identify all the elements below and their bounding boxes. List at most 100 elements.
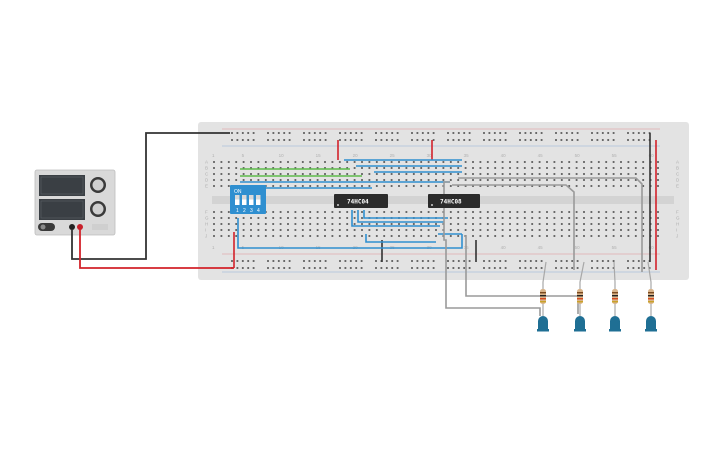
breadboard-hole[interactable]	[457, 161, 460, 163]
breadboard-hole[interactable]	[523, 211, 526, 213]
dip-lever[interactable]	[242, 195, 247, 200]
breadboard-hole[interactable]	[479, 167, 482, 169]
breadboard-hole[interactable]	[287, 217, 289, 219]
breadboard-hole[interactable]	[583, 223, 585, 225]
breadboard-hole[interactable]	[368, 167, 371, 169]
breadboard-hole[interactable]	[227, 235, 230, 237]
breadboard-hole[interactable]	[435, 235, 437, 237]
breadboard-hole[interactable]	[575, 185, 578, 187]
rail-hole[interactable]	[627, 260, 629, 262]
breadboard-hole[interactable]	[597, 167, 600, 169]
rail-hole[interactable]	[416, 132, 419, 134]
breadboard-hole[interactable]	[575, 223, 578, 225]
dip-lever-slot[interactable]	[235, 195, 240, 205]
breadboard-hole[interactable]	[634, 235, 637, 237]
rail-hole[interactable]	[648, 267, 651, 269]
rail-hole[interactable]	[591, 139, 593, 141]
breadboard-hole[interactable]	[435, 173, 437, 175]
breadboard-hole[interactable]	[486, 173, 489, 175]
breadboard-hole[interactable]	[605, 223, 608, 225]
breadboard-hole[interactable]	[227, 161, 230, 163]
breadboard-hole[interactable]	[553, 173, 556, 175]
wire-ground-to-rail[interactable]	[71, 132, 230, 260]
breadboard-hole[interactable]	[309, 235, 312, 237]
breadboard-hole[interactable]	[546, 229, 548, 231]
breadboard-hole[interactable]	[509, 223, 511, 225]
breadboard-hole[interactable]	[427, 229, 430, 231]
breadboard-hole[interactable]	[553, 223, 556, 225]
rail-hole[interactable]	[272, 267, 275, 269]
rail-hole[interactable]	[319, 260, 322, 262]
breadboard-hole[interactable]	[398, 161, 400, 163]
breadboard-hole[interactable]	[501, 179, 504, 181]
breadboard-hole[interactable]	[235, 173, 238, 175]
breadboard-hole[interactable]	[383, 235, 386, 237]
breadboard-hole[interactable]	[412, 185, 415, 187]
breadboard-hole[interactable]	[627, 185, 630, 187]
breadboard-hole[interactable]	[279, 223, 282, 225]
breadboard-hole[interactable]	[538, 179, 541, 181]
breadboard-hole[interactable]	[390, 173, 393, 175]
breadboard-hole[interactable]	[353, 235, 356, 237]
rail-hole[interactable]	[607, 267, 610, 269]
rail-hole[interactable]	[447, 267, 449, 269]
rail-hole[interactable]	[555, 267, 557, 269]
rail-hole[interactable]	[267, 132, 269, 134]
rail-hole[interactable]	[272, 260, 275, 262]
breadboard-hole[interactable]	[597, 229, 600, 231]
rail-hole[interactable]	[493, 139, 496, 141]
rail-hole[interactable]	[236, 139, 239, 141]
breadboard-hole[interactable]	[479, 161, 482, 163]
breadboard-hole[interactable]	[472, 217, 474, 219]
breadboard-hole[interactable]	[220, 167, 223, 169]
wire-blue-bottom-2[interactable]	[351, 210, 440, 227]
breadboard-hole[interactable]	[346, 161, 349, 163]
rail-hole[interactable]	[519, 132, 521, 134]
breadboard-hole[interactable]	[294, 179, 297, 181]
breadboard-hole[interactable]	[575, 235, 578, 237]
breadboard-hole[interactable]	[309, 229, 312, 231]
breadboard-hole[interactable]	[405, 185, 408, 187]
breadboard-hole[interactable]	[538, 217, 541, 219]
rail-hole[interactable]	[324, 132, 327, 134]
breadboard-hole[interactable]	[509, 235, 511, 237]
rail-hole[interactable]	[360, 260, 363, 262]
breadboard-hole[interactable]	[479, 185, 482, 187]
rail-hole[interactable]	[380, 139, 383, 141]
breadboard-hole[interactable]	[287, 179, 289, 181]
rail-hole[interactable]	[524, 132, 527, 134]
breadboard-hole[interactable]	[597, 217, 600, 219]
rail-hole[interactable]	[313, 267, 316, 269]
breadboard-hole[interactable]	[642, 161, 645, 163]
breadboard-hole[interactable]	[642, 167, 645, 169]
breadboard-hole[interactable]	[213, 223, 215, 225]
breadboard-hole[interactable]	[538, 235, 541, 237]
breadboard-hole[interactable]	[583, 167, 585, 169]
rail-hole[interactable]	[535, 267, 538, 269]
breadboard-hole[interactable]	[479, 173, 482, 175]
rail-hole[interactable]	[421, 260, 424, 262]
rail-hole[interactable]	[571, 260, 574, 262]
breadboard-hole[interactable]	[627, 179, 630, 181]
rail-hole[interactable]	[637, 139, 640, 141]
breadboard-hole[interactable]	[390, 229, 393, 231]
breadboard-hole[interactable]	[546, 217, 548, 219]
breadboard-hole[interactable]	[442, 179, 445, 181]
breadboard-hole[interactable]	[287, 235, 289, 237]
breadboard-hole[interactable]	[420, 211, 423, 213]
breadboard-hole[interactable]	[634, 167, 637, 169]
breadboard-hole[interactable]	[486, 179, 489, 181]
rail-hole[interactable]	[252, 139, 255, 141]
breadboard-hole[interactable]	[398, 185, 400, 187]
breadboard-hole[interactable]	[523, 167, 526, 169]
rail-hole[interactable]	[488, 139, 491, 141]
breadboard-hole[interactable]	[272, 229, 275, 231]
breadboard-hole[interactable]	[590, 179, 593, 181]
breadboard-hole[interactable]	[642, 223, 645, 225]
breadboard-hole[interactable]	[627, 235, 630, 237]
rail-hole[interactable]	[591, 260, 593, 262]
rail-hole[interactable]	[344, 267, 347, 269]
rail-hole[interactable]	[303, 139, 305, 141]
breadboard-hole[interactable]	[560, 161, 563, 163]
breadboard-hole[interactable]	[398, 235, 400, 237]
